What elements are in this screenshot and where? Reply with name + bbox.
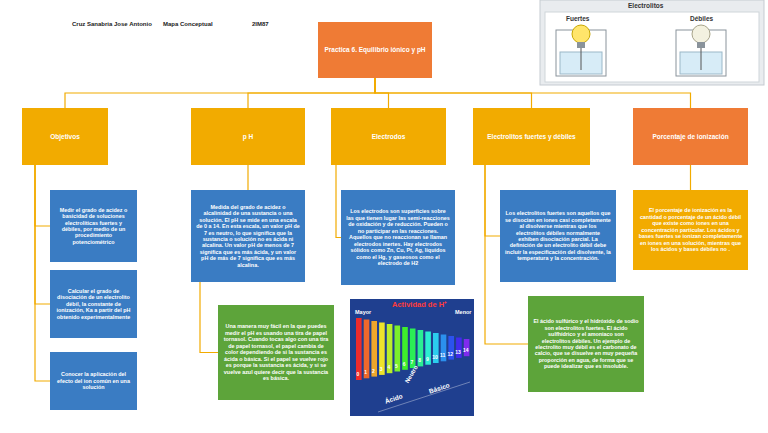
picture-label: Débiles: [690, 15, 713, 22]
node-text: Electrodos: [372, 133, 406, 141]
scale-bar: [456, 338, 462, 358]
example-box: Una manera muy fácil en la que puedes me…: [218, 305, 334, 400]
connector: [247, 165, 248, 190]
connector: [375, 78, 691, 108]
scale-number: 4: [387, 365, 390, 371]
picture-title: Actividad de H⁺: [392, 301, 447, 309]
scale-bar: [371, 321, 377, 377]
node-text: Calcular el grado de disociación de un e…: [55, 288, 132, 320]
topic-box: Objetivos: [22, 108, 108, 165]
node-text: Practica 6. Equilibrio iónico y pH: [324, 46, 425, 54]
scale-number: 0: [357, 372, 360, 378]
title-box: Practica 6. Equilibrio iónico y pH: [318, 22, 432, 78]
info-box: Los electrodos son superficies sobre las…: [341, 190, 455, 285]
scale-number: 13: [455, 350, 461, 356]
scale-number: 1: [364, 370, 367, 376]
scale-bar: [364, 320, 370, 379]
connector: [200, 282, 218, 353]
scale-bar: [433, 333, 439, 363]
connector: [690, 165, 691, 190]
node-text: Medida del grado de acidez o alcalinidad…: [196, 204, 300, 269]
scale-end: Menor: [455, 309, 472, 315]
node-text: Una manera muy fácil en la que puedes me…: [223, 323, 329, 381]
scale-bar: [395, 326, 401, 372]
scale-number: 5: [395, 364, 398, 370]
connector: [35, 165, 50, 304]
topic-box: p H: [191, 108, 305, 165]
scale-number: 10: [432, 355, 438, 361]
node-text: Los electrolitos fuertes son aquellos qu…: [505, 210, 611, 262]
connector: [35, 165, 50, 226]
scale-bar: [441, 335, 447, 362]
scale-number: 11: [440, 353, 445, 359]
scale-bar: [387, 324, 393, 373]
electrolyte-picture: [540, 0, 764, 85]
node-text: Porcentaje de ionización: [652, 133, 728, 141]
scale-bar: [418, 330, 424, 366]
info-box: Medir el grado de acidez o basicidad de …: [50, 190, 137, 262]
picture-title: Electrolitos: [628, 2, 663, 9]
info-box: Conocer la aplicación del efecto del ion…: [50, 352, 137, 410]
scale-bar: [410, 329, 416, 369]
scale-number: 3: [380, 367, 383, 373]
scale-bar: [464, 339, 470, 356]
info-box: El porcentaje de ionización es la cantid…: [633, 190, 748, 270]
connector: [35, 165, 50, 381]
ph-scale-picture: [350, 299, 474, 416]
node-text: Los electrodos son superficies sobre las…: [346, 208, 450, 266]
author-name: Cruz Sanabria Jose Antonio: [72, 21, 152, 28]
topic-box: Porcentaje de ionización: [633, 108, 748, 165]
topic-box: Electrolitos fuertes y débiles: [473, 108, 590, 165]
connector: [485, 165, 500, 236]
scale-number: 9: [426, 357, 429, 363]
scale-number: 12: [448, 352, 454, 358]
group-code: 2IM87: [252, 21, 269, 28]
scale-bar: [425, 332, 431, 365]
node-text: Conocer la aplicación del efecto del ion…: [55, 371, 132, 390]
topic-box: Electrodos: [331, 108, 446, 165]
scale-bar: [448, 336, 454, 360]
node-text: Medir el grado de acidez o basicidad de …: [55, 207, 132, 246]
example-box: El ácido sulfúrico y el hidróxido de sod…: [528, 296, 644, 392]
info-box: Los electrolitos fuertes son aquellos qu…: [500, 190, 616, 282]
picture-label: Fuertes: [566, 15, 589, 22]
node-text: Objetivos: [50, 133, 80, 141]
connector: [65, 78, 375, 108]
node-text: El ácido sulfúrico y el hidróxido de sod…: [533, 318, 639, 370]
connector: [248, 78, 375, 108]
scale-number: 14: [463, 348, 469, 354]
node-text: Electrolitos fuertes y débiles: [487, 133, 576, 141]
node-text: El porcentaje de ionización es la cantid…: [638, 207, 743, 252]
scale-bar: [356, 318, 362, 380]
scale-number: 6: [403, 362, 406, 368]
scale-number: 8: [418, 358, 421, 364]
scale-bar: [402, 327, 408, 370]
scale-number: 2: [372, 369, 375, 375]
scale-bar: [379, 323, 385, 375]
node-text: p H: [243, 133, 253, 141]
document-type: Mapa Conceptual: [163, 21, 213, 28]
scale-end: Mayor: [355, 309, 371, 315]
info-box: Medida del grado de acidez o alcalinidad…: [191, 190, 305, 282]
info-box: Calcular el grado de disociación de un e…: [50, 270, 137, 338]
